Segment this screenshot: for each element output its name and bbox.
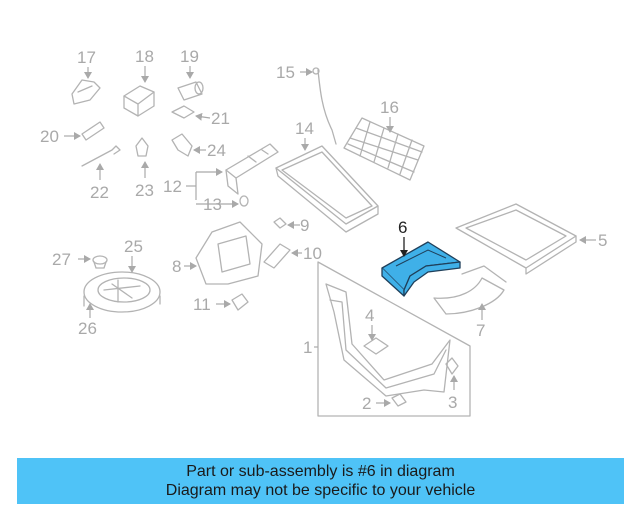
info-banner: Part or sub-assembly is #6 in diagram Di…	[17, 458, 624, 504]
callout-11: 11	[193, 295, 211, 314]
callout-19: 19	[180, 47, 199, 66]
part-11-clip: 11	[193, 293, 249, 314]
callout-4: 4	[365, 306, 374, 325]
callout-26: 26	[78, 319, 97, 338]
callout-15: 15	[276, 63, 295, 82]
part-5-floor-mat: 5	[455, 203, 607, 275]
callout-17: 17	[77, 48, 96, 67]
banner-line-1: Part or sub-assembly is #6 in diagram	[186, 463, 455, 480]
parts-diagram: 17 18 19 21 20 22 23	[40, 47, 607, 417]
part-25-tire-tray: 25 26	[78, 237, 161, 338]
part-12-trim-bracket: 12 13	[163, 143, 279, 214]
part-19-cylinder: 19	[177, 47, 204, 101]
part-3-fastener: 3	[445, 357, 459, 412]
callout-27: 27	[52, 250, 71, 269]
callout-18: 18	[135, 47, 154, 66]
part-6-highlighted[interactable]: 6	[381, 218, 461, 297]
part-18-module: 18	[123, 47, 155, 117]
callout-14: 14	[295, 119, 314, 138]
part-2-clip: 2	[362, 393, 407, 413]
part-20-bolt: 20	[40, 121, 105, 146]
part-27-nut: 27	[52, 250, 108, 269]
callout-25: 25	[124, 237, 143, 256]
callout-20: 20	[40, 127, 59, 146]
part-1-back-panel: 1	[303, 261, 471, 417]
callout-1: 1	[303, 338, 312, 357]
part-16-cargo-net: 16	[343, 98, 425, 181]
part-4-bracket: 4	[363, 306, 389, 355]
callout-9: 9	[300, 216, 309, 235]
callout-21: 21	[211, 109, 230, 128]
part-7-cover: 7	[433, 265, 507, 340]
callout-16: 16	[380, 98, 399, 117]
callout-2: 2	[362, 394, 371, 413]
part-10-pad: 10	[263, 243, 322, 269]
callout-24: 24	[207, 141, 226, 160]
callout-23: 23	[135, 181, 154, 200]
part-17-bracket: 17	[71, 48, 101, 105]
callout-12: 12	[163, 177, 182, 196]
part-15-wire: 15	[276, 63, 337, 145]
callout-3: 3	[448, 393, 457, 412]
callout-6: 6	[398, 218, 407, 237]
banner-line-2: Diagram may not be specific to your vehi…	[165, 482, 476, 499]
part-21-clip: 21	[171, 105, 230, 128]
callout-10: 10	[303, 244, 322, 263]
part-9-clip: 9	[273, 216, 309, 235]
part-22-rod: 22	[81, 145, 121, 202]
part-23-clip: 23	[135, 137, 154, 200]
part-14-package-tray: 14	[275, 119, 379, 233]
part-8-side-trim: 8	[172, 221, 263, 285]
callout-5: 5	[598, 231, 607, 250]
callout-22: 22	[90, 183, 109, 202]
callout-8: 8	[172, 257, 181, 276]
callout-7: 7	[476, 321, 485, 340]
part-24-clip: 24	[171, 133, 226, 160]
